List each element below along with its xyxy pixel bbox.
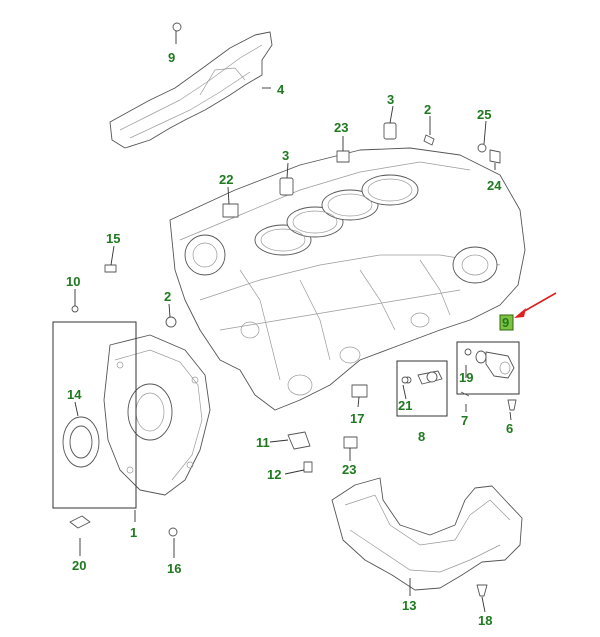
front-timing-cover — [103, 334, 211, 496]
callout-13[interactable]: 13 — [402, 598, 416, 613]
callout-9-highlighted[interactable]: 9 — [502, 315, 509, 330]
callout-23-bottom[interactable]: 23 — [342, 462, 356, 477]
callout-3-top[interactable]: 3 — [387, 92, 394, 107]
sensor-assembly-9 — [456, 341, 520, 395]
small-hardware — [69, 22, 517, 597]
callout-10[interactable]: 10 — [66, 274, 80, 289]
callout-23-top[interactable]: 23 — [334, 120, 348, 135]
callout-16[interactable]: 16 — [167, 561, 181, 576]
callout-11[interactable]: 11 — [256, 435, 270, 450]
callout-22[interactable]: 22 — [219, 172, 233, 187]
callout-9-top[interactable]: 9 — [168, 50, 175, 65]
callout-18[interactable]: 18 — [478, 613, 492, 628]
callout-17[interactable]: 17 — [350, 411, 364, 426]
callout-15[interactable]: 15 — [106, 231, 120, 246]
upper-heat-shield — [109, 31, 273, 149]
callout-7[interactable]: 7 — [461, 413, 468, 428]
callout-25[interactable]: 25 — [477, 107, 491, 122]
highlight-arrow — [514, 292, 557, 318]
callout-12[interactable]: 12 — [267, 467, 281, 482]
callout-24[interactable]: 24 — [487, 178, 502, 193]
callout-19[interactable]: 19 — [459, 370, 473, 385]
callout-20[interactable]: 20 — [72, 558, 86, 573]
callout-2-top[interactable]: 2 — [424, 102, 431, 117]
group-brackets — [52, 321, 137, 509]
engine-block — [169, 147, 526, 411]
callout-21[interactable]: 21 — [398, 398, 412, 413]
callout-labels: 9 4 3 2 25 23 24 3 22 15 10 2 9 14 19 21… — [66, 50, 514, 628]
callout-3-mid[interactable]: 3 — [282, 148, 289, 163]
callout-14[interactable]: 14 — [67, 387, 82, 402]
callout-4[interactable]: 4 — [277, 82, 285, 97]
callout-1[interactable]: 1 — [130, 525, 137, 540]
callout-8[interactable]: 8 — [418, 429, 425, 444]
callout-2-left[interactable]: 2 — [164, 289, 171, 304]
sensor-assembly-8 — [396, 360, 448, 417]
leader-lines — [74, 31, 512, 613]
highlight-box — [499, 314, 514, 331]
callout-6[interactable]: 6 — [506, 421, 513, 436]
lower-heat-shield — [331, 477, 523, 591]
front-crank-seal — [62, 416, 100, 468]
